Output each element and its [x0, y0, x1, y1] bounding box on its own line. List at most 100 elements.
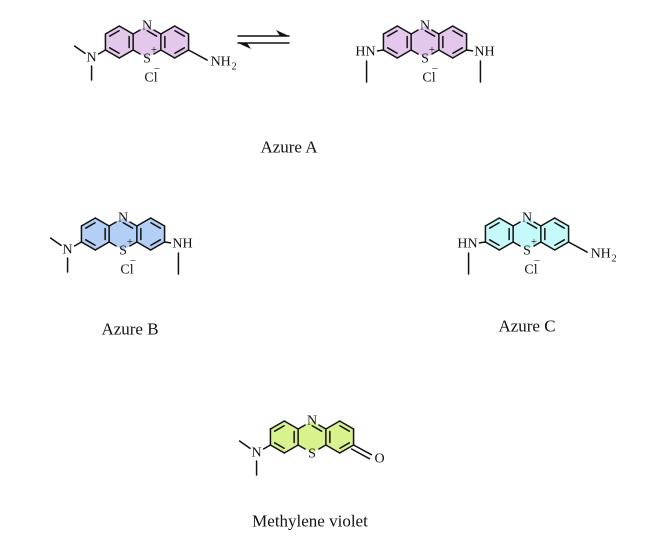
azure-c-right-bond [567, 241, 588, 253]
azure-a-form2-left-methylamino-label: HN [355, 45, 375, 60]
methylene-violet-bond-double [273, 424, 285, 432]
azure-b-bond-double [122, 221, 134, 229]
azure-a-form1-ring-sulfur: S [143, 52, 151, 67]
azure-c-right-amino-label: NH [591, 247, 611, 262]
azure-a-form1-right-amino-subscript: 2 [232, 62, 237, 73]
azure-a-form2-bond [431, 49, 440, 55]
methylene-violet-bond [325, 444, 341, 454]
azure-a-form2-bond-double [424, 29, 436, 37]
azure-c-ring-nitrogen: N [522, 211, 532, 226]
azure-a-form1-right-amino-label: NH [211, 55, 231, 70]
methylene-violet-bond-double [339, 424, 351, 432]
azure-c-bond [540, 217, 556, 227]
azure-c-bond-double [488, 221, 500, 229]
azure-a-form1-bond [160, 25, 176, 35]
azure-c-bond [512, 221, 521, 227]
azure-a-form1-right-bond [187, 49, 208, 61]
azure-c-left-methylamino-label: HN [457, 237, 477, 252]
azure-a-form1-bond-double [108, 29, 120, 37]
azure-a-form2-bond [382, 49, 399, 59]
azure-a-form2-plus-charge: + [429, 44, 435, 56]
azure-a-form2-ring-nitrogen: N [420, 19, 430, 34]
azure-a-form2-bond [396, 49, 412, 59]
azure-c-plus-charge: + [531, 236, 537, 248]
azure-c-bond-double [526, 221, 538, 229]
azure-a-form2-bond [410, 49, 419, 55]
azure-c-chloride-charge: − [534, 255, 540, 267]
azure-b-left-methyl-bond [49, 237, 62, 247]
azure-c-bond [484, 217, 501, 227]
methylene-violet-ring-sulfur: S [308, 447, 316, 462]
azure-c-bond-double [488, 239, 500, 247]
azure-a-form1-left-dimethylamino-n: N [87, 51, 97, 66]
azure-b-bond [149, 241, 166, 251]
methylene-violet-right-carbonyl-bond [350, 448, 371, 460]
azure-a-form2-bond [396, 25, 412, 35]
azure-a-form1-bond [118, 49, 134, 59]
azure-a-form1-left-bond [97, 49, 107, 55]
methylene-violet-bond [297, 424, 306, 430]
azure-b-bond [129, 241, 138, 247]
azure-a-form1-bond-double [108, 47, 120, 55]
azure-a-form2-bond-double [386, 47, 398, 55]
azure-c-bond [540, 241, 556, 251]
methylene-violet-bond-double [273, 442, 285, 450]
azure-b-left-dimethylamino-n: N [63, 243, 73, 258]
methylene-violet-bond [297, 444, 306, 450]
azure-b-bond [108, 221, 117, 227]
azure-a-form2-bond [410, 29, 419, 35]
methylene-violet-bond [269, 420, 286, 430]
azure-b-right-bond [163, 241, 172, 244]
azure-b-bond [149, 217, 166, 227]
azure-c-bond [553, 241, 570, 251]
azure-b-plus-charge: + [127, 236, 133, 248]
caption-methylene-violet: Methylene violet [252, 512, 368, 531]
azure-a-form2-right-bond [465, 49, 474, 52]
caption-azure-b: Azure B [101, 320, 158, 339]
methylene-violet-bond [338, 420, 355, 430]
azure-c-bond-double [554, 221, 566, 229]
azure-a-form1-bond [118, 25, 134, 35]
azure-a-form1-bond-double [174, 29, 186, 37]
azure-c-bond [498, 217, 514, 227]
azure-b-ring-nitrogen: N [118, 211, 128, 226]
azure-c-left-bond [478, 241, 487, 244]
azure-b-ring-fill [81, 218, 165, 250]
methylene-violet-left-methyl-bond [238, 440, 251, 450]
azure-c-ring-sulfur: S [523, 244, 531, 259]
azure-a-form2-chloride-charge: − [432, 63, 438, 75]
azure-a-form2-ring-fill [383, 26, 467, 58]
methylene-violet-left-dimethylamino-n: N [252, 446, 262, 461]
azure-b-chloride-label: Cl [120, 263, 133, 278]
azure-a-form1-ring-fill [105, 26, 189, 58]
azure-a-form1-bond-double [146, 29, 158, 37]
azure-a-form1-bond [153, 49, 162, 55]
azure-c-right-amino-subscript: 2 [612, 254, 617, 265]
azure-b-ring-sulfur: S [119, 244, 127, 259]
azure-a-form1-chloride-label: Cl [144, 71, 157, 86]
methylene-violet-bond [269, 444, 286, 454]
azure-b-bond-double [84, 239, 96, 247]
azure-a-form1-bond [132, 49, 141, 55]
azure-b-bond [136, 217, 152, 227]
methylene-violet-ring-nitrogen: N [307, 414, 317, 429]
azure-a-form1-bond [104, 49, 121, 59]
azure-a-form1-bond [104, 25, 121, 35]
azure-c-bond [498, 241, 514, 251]
methylene-violet-bond [283, 444, 299, 454]
ring-fill-layer [81, 26, 569, 453]
azure-c-bond [553, 217, 570, 227]
azure-a-form1-bond [173, 25, 190, 35]
methylene-violet-left-bond [262, 444, 272, 450]
azure-c-bond-double [554, 239, 566, 247]
azure-a-form1-bond [132, 29, 141, 35]
azure-b-bond-double [84, 221, 96, 229]
methylene-violet-bond-double [311, 424, 323, 432]
azure-a-form2-bond [451, 25, 468, 35]
azure-b-bond [136, 241, 152, 251]
azure-a-form1-bond-double [174, 47, 186, 55]
azure-c-bond [484, 241, 501, 251]
